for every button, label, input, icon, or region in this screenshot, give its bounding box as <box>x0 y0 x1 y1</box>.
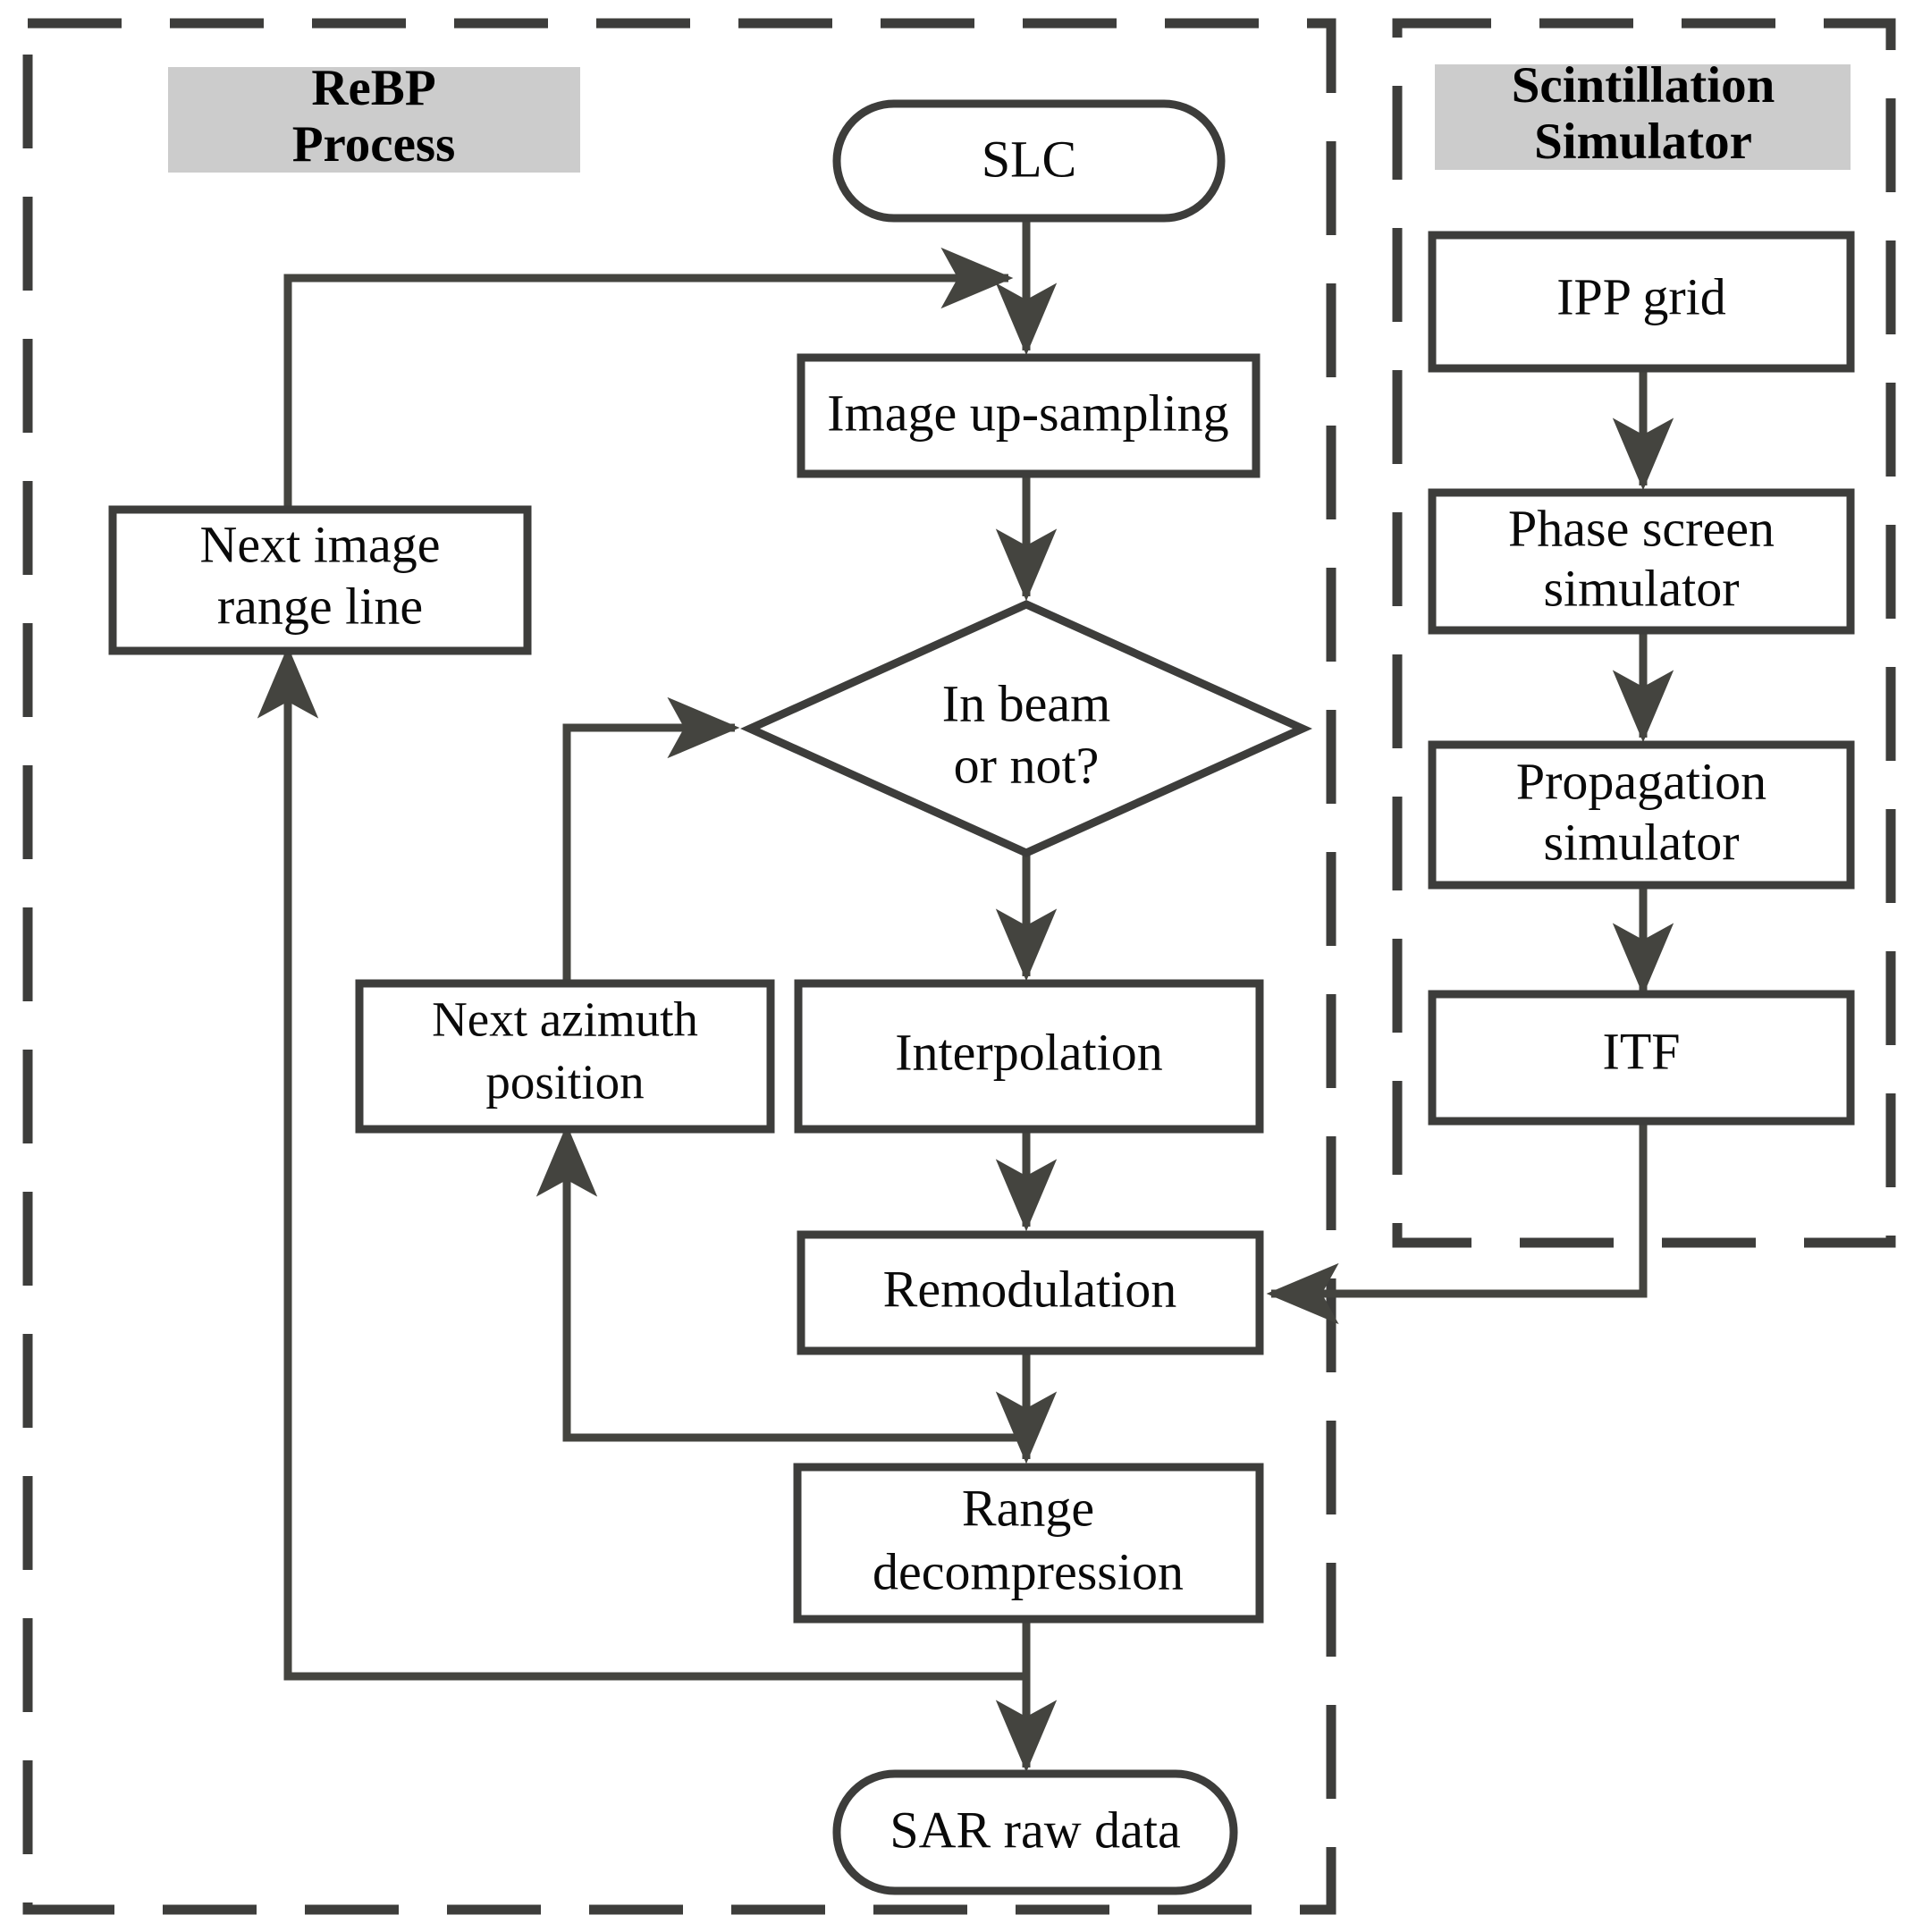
node-sar-raw-data[interactable]: SAR raw data <box>832 1769 1238 1895</box>
node-itf[interactable]: ITF <box>1428 990 1855 1126</box>
in-beam-or-not-label-line2: or not? <box>954 736 1100 794</box>
scintillation-simulator-label: Scintillation Simulator <box>1435 57 1851 170</box>
scintillation-simulator-label-line1: Scintillation <box>1512 57 1775 114</box>
node-phase-screen-simulator[interactable]: Phase screen simulator <box>1428 488 1855 635</box>
slc-shape <box>832 99 1226 223</box>
edge-itf-to-remodulation <box>1266 1120 1648 1325</box>
range-decompression-label-line2: decompression <box>873 1542 1184 1600</box>
in-beam-or-not-label-line1: In beam <box>942 674 1110 732</box>
ipp-grid-shape <box>1428 231 1855 373</box>
next-azimuth-position-label-line1: Next azimuth <box>432 992 698 1047</box>
rebp-process-region <box>22 18 1336 1915</box>
node-remodulation[interactable]: Remodulation <box>797 1230 1264 1355</box>
sar-raw-data-shape <box>832 1769 1238 1895</box>
edge-next-image-range-line-to-slc <box>283 247 1014 510</box>
itf-shape <box>1428 990 1855 1126</box>
node-interpolation[interactable]: Interpolation <box>794 979 1264 1134</box>
edge-next-azimuth-to-in-beam <box>562 696 740 983</box>
rebp-process-label-line1: ReBP <box>311 60 435 116</box>
node-range-decompression[interactable]: Range decompression <box>793 1463 1264 1624</box>
node-image-up-sampling[interactable]: Image up-sampling <box>797 353 1261 478</box>
node-next-image-range-line[interactable]: Next image range line <box>108 505 532 655</box>
image-up-sampling-label: Image up-sampling <box>827 384 1228 442</box>
remodulation-shape <box>797 1230 1264 1355</box>
scintillation-label-background <box>1435 64 1851 170</box>
phase-screen-simulator-label-line2: simulator <box>1543 559 1739 617</box>
next-azimuth-position-label-line2: position <box>485 1055 644 1109</box>
slc-label: SLC <box>982 130 1076 188</box>
next-image-range-line-label-line2: range line <box>217 577 423 635</box>
image-up-sampling-shape <box>797 353 1261 478</box>
propagation-simulator-label-line1: Propagation <box>1516 752 1766 810</box>
range-decompression-label-line1: Range <box>962 1479 1094 1537</box>
ipp-grid-label: IPP grid <box>1556 267 1726 325</box>
range-decompression-shape <box>793 1463 1264 1624</box>
phase-screen-simulator-label-line1: Phase screen <box>1508 499 1775 557</box>
node-propagation-simulator[interactable]: Propagation simulator <box>1428 740 1855 890</box>
node-ipp-grid[interactable]: IPP grid <box>1428 231 1855 373</box>
scintillation-simulator-label-line2: Simulator <box>1534 114 1752 170</box>
next-image-range-line-shape <box>108 505 532 655</box>
node-next-azimuth-position[interactable]: Next azimuth position <box>355 979 775 1134</box>
itf-label: ITF <box>1603 1022 1681 1080</box>
node-slc[interactable]: SLC <box>832 99 1226 223</box>
phase-screen-simulator-shape <box>1428 488 1855 635</box>
rebp-process-label-line2: Process <box>292 116 456 173</box>
rebp-label-background <box>168 67 580 173</box>
next-azimuth-position-shape <box>355 979 775 1134</box>
next-image-range-line-label-line1: Next image <box>200 515 441 573</box>
rebp-process-label: ReBP Process <box>168 60 580 173</box>
propagation-simulator-shape <box>1428 740 1855 890</box>
interpolation-label: Interpolation <box>895 1023 1163 1081</box>
in-beam-or-not-shape <box>740 600 1312 857</box>
node-in-beam-or-not[interactable]: In beam or not? <box>740 600 1312 857</box>
remodulation-label: Remodulation <box>883 1260 1177 1318</box>
interpolation-shape <box>794 979 1264 1134</box>
sar-raw-data-label: SAR raw data <box>890 1801 1180 1859</box>
propagation-simulator-label-line2: simulator <box>1543 813 1739 871</box>
